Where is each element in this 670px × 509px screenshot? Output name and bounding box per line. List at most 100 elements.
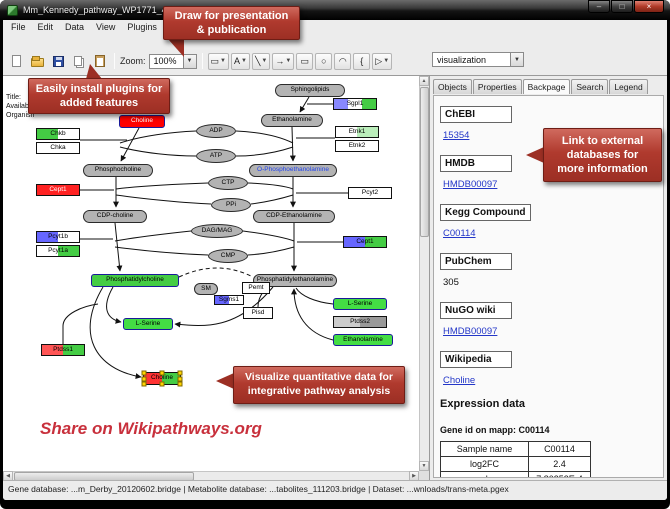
node-phosphatidylethanolamine[interactable]: Phosphatidylethanolamine (253, 274, 337, 287)
tool-button-group: ▭▼A▼╲▼→▼▭○◠{▷▼ (207, 52, 393, 70)
pathway-canvas[interactable]: Title:Availability:Organism: Sphingolipi… (3, 76, 419, 471)
node-pcyt1b[interactable]: Pcyt1b (36, 231, 80, 243)
oval-tool[interactable]: ○ (315, 52, 333, 70)
toolbar-separator (201, 53, 203, 69)
datanode-combo[interactable]: ▭▼ (207, 52, 229, 70)
visualization-select[interactable]: visualization ▼ (432, 52, 524, 67)
node-o-phosphoethanolamine[interactable]: O-Phosphoethanolamine (249, 164, 337, 177)
node-cept1[interactable]: Cept1 (36, 184, 80, 196)
node-cept1[interactable]: Cept1 (343, 236, 387, 248)
node-ethanolamine[interactable]: Ethanolamine (261, 114, 323, 127)
brace-tool[interactable]: { (353, 52, 371, 70)
tab-properties[interactable]: Properties (472, 79, 522, 94)
node-sphingolipids[interactable]: Sphingolipids (275, 84, 345, 97)
callout-visualize: Visualize quantitative data for integrat… (233, 366, 405, 404)
selection-handle[interactable] (141, 376, 147, 381)
callout-line: integrative pathway analysis (247, 385, 391, 397)
expression-cell: 7.80252E-4 (528, 471, 591, 477)
chevron-down-icon: ▼ (261, 58, 268, 64)
node-sgms1[interactable]: Sgms1 (214, 295, 244, 305)
node-phosphocholine[interactable]: Phosphocholine (83, 164, 153, 177)
title-bar[interactable]: Mm_Kennedy_pathway_WP1771_45176.gpml –□× (0, 0, 670, 20)
tab-legend[interactable]: Legend (609, 79, 648, 94)
node-ptdss2[interactable]: Ptdss2 (333, 316, 387, 328)
backpage-header-pubchem: PubChem (440, 253, 512, 270)
status-bar: Gene database: ...m_Derby_20120602.bridg… (3, 480, 667, 500)
node-l-serine[interactable]: L-Serine (123, 318, 173, 330)
node-phosphatidylcholine[interactable]: Phosphatidylcholine (91, 274, 179, 287)
node-etnk2[interactable]: Etnk2 (335, 140, 379, 152)
selection-handle[interactable] (141, 381, 147, 387)
scroll-down-icon[interactable]: ▼ (419, 461, 429, 471)
vertical-scrollbar-thumb[interactable] (420, 87, 429, 237)
node-pcyt1a[interactable]: Pcyt1a (36, 245, 80, 257)
arrow-tool-icon: → (275, 56, 285, 66)
node-sm[interactable]: SM (194, 283, 218, 295)
zoom-select[interactable]: 100% ▼ (148, 53, 197, 69)
external-database-link[interactable]: HMDB00097 (443, 179, 498, 190)
minimize-button[interactable]: – (588, 0, 610, 13)
menu-view[interactable]: View (96, 22, 116, 32)
node-ppi[interactable]: PPi (211, 198, 251, 212)
vertical-scrollbar[interactable]: ▲ ▼ (419, 76, 429, 471)
triangle-tool[interactable]: ▷▼ (372, 52, 393, 70)
node-cdp-choline[interactable]: CDP-choline (83, 210, 147, 223)
new-file-button[interactable] (7, 52, 25, 70)
arc-tool[interactable]: ◠ (334, 52, 352, 70)
node-cmp[interactable]: CMP (208, 249, 248, 263)
label-combo[interactable]: A▼ (230, 52, 250, 70)
menu-edit[interactable]: Edit (37, 22, 54, 32)
chevron-down-icon: ▼ (285, 58, 292, 64)
scroll-up-icon[interactable]: ▲ (419, 76, 429, 86)
node-etnk1[interactable]: Etnk1 (335, 126, 379, 138)
external-database-link[interactable]: Choline (443, 375, 476, 386)
pathway-edges (62, 96, 348, 380)
chevron-down-icon[interactable]: ▼ (182, 54, 196, 68)
selection-handle[interactable] (159, 381, 165, 387)
menu-plugins[interactable]: Plugins (127, 22, 157, 32)
node-cdp-ethanolamine[interactable]: CDP-Ethanolamine (253, 210, 335, 223)
node-ctp[interactable]: CTP (208, 176, 248, 190)
selection-handle[interactable] (159, 370, 165, 376)
tab-search[interactable]: Search (571, 79, 609, 94)
menu-file[interactable]: File (11, 22, 26, 32)
selection-handle[interactable] (177, 370, 183, 376)
open-file-button[interactable] (28, 52, 46, 70)
selection-handle[interactable] (177, 376, 183, 381)
copy-button[interactable] (70, 52, 88, 70)
expression-table: Sample nameC00114log2FC2.4pvalue7.80252E… (440, 441, 591, 477)
selection-handle[interactable] (177, 381, 183, 387)
node-dag-mag[interactable]: DAG/MAG (191, 224, 243, 238)
node-pisd[interactable]: Pisd (243, 307, 273, 319)
maximize-button[interactable]: □ (611, 0, 633, 13)
toolbar: Zoom: 100% ▼ ▭▼A▼╲▼→▼▭○◠{▷▼ (7, 50, 393, 72)
node-chka[interactable]: Chka (36, 142, 80, 154)
node-sgpl1[interactable]: Sgpl1 (333, 98, 377, 110)
node-adp[interactable]: ADP (196, 124, 236, 138)
selection-handle[interactable] (141, 370, 147, 376)
node-ptdss1[interactable]: Ptdss1 (41, 344, 85, 356)
node-l-serine[interactable]: L-Serine (333, 298, 387, 310)
node-ethanolamine[interactable]: Ethanolamine (333, 334, 393, 346)
external-database-link[interactable]: 15354 (443, 130, 470, 141)
tab-backpage[interactable]: Backpage (522, 79, 571, 94)
rectangle-tool[interactable]: ▭ (296, 52, 314, 70)
node-chkb[interactable]: Chkb (36, 128, 80, 140)
node-pcyt2[interactable]: Pcyt2 (348, 187, 392, 199)
line-tool[interactable]: ╲▼ (251, 52, 271, 70)
pathway-info-label: Title: (6, 94, 21, 101)
tab-objects[interactable]: Objects (433, 79, 472, 94)
external-database-link[interactable]: HMDB00097 (443, 326, 498, 337)
node-choline[interactable]: Choline (119, 115, 165, 128)
menu-data[interactable]: Data (65, 22, 85, 32)
save-file-button[interactable] (49, 52, 67, 70)
external-database-link[interactable]: C00114 (443, 228, 476, 239)
chevron-down-icon[interactable]: ▼ (510, 53, 523, 66)
node-pemt[interactable]: Pemt (242, 282, 270, 294)
close-button[interactable]: × (634, 0, 664, 13)
node-atp[interactable]: ATP (196, 149, 236, 163)
node-choline[interactable]: Choline (141, 370, 183, 387)
arrow-tool[interactable]: →▼ (272, 52, 295, 70)
zoom-label: Zoom: (120, 56, 146, 66)
